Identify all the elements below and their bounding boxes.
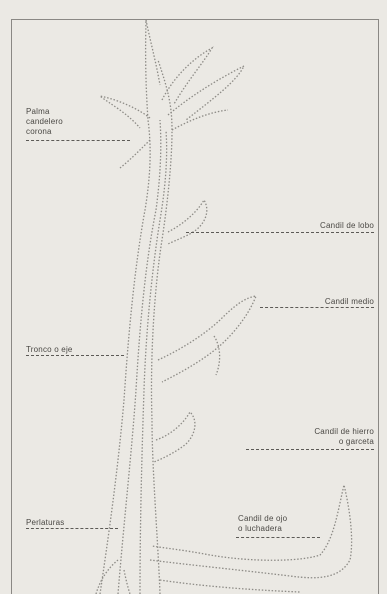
label-candil-lobo: Candil de lobo	[282, 221, 374, 231]
leader-candil-lobo	[186, 232, 374, 233]
label-perlaturas: Perlaturas	[26, 518, 64, 528]
leader-candil-ojo	[236, 537, 320, 538]
leader-candil-hierro	[246, 449, 374, 450]
label-candil-medio: Candil medio	[288, 297, 374, 307]
label-tronco: Tronco o eje	[26, 345, 73, 355]
leader-tronco	[26, 355, 124, 356]
leader-candil-medio	[260, 307, 374, 308]
label-palma: Palma candelero corona	[26, 107, 63, 137]
leader-perlaturas	[26, 528, 118, 529]
label-candil-hierro: Candil de hierro o garceta	[276, 427, 374, 447]
label-candil-ojo: Candil de ojo o luchadera	[238, 514, 287, 534]
leader-palma	[26, 140, 130, 141]
